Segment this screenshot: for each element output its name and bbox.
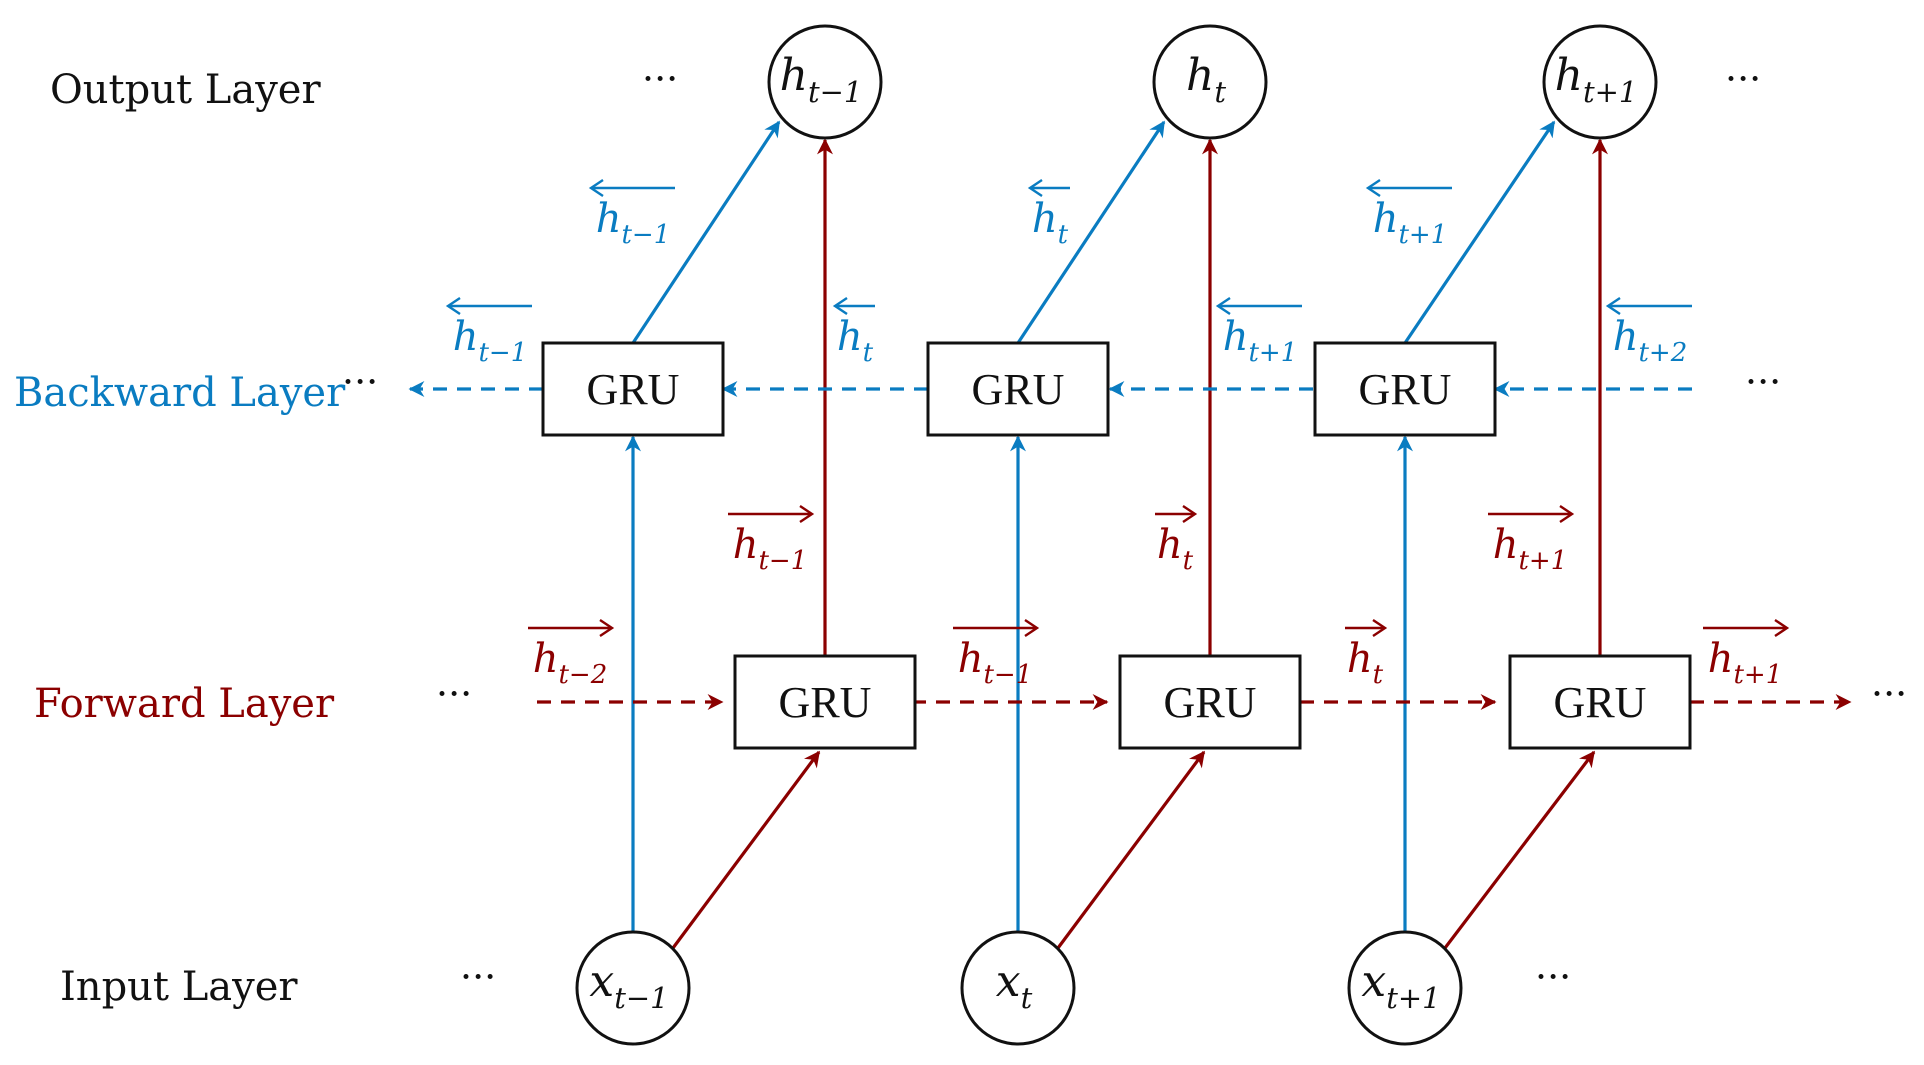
input-node-0 (575, 930, 691, 1046)
forward-recurrent-label-3: ht+1 (1703, 619, 1790, 690)
forward-gru-cell-2-box (1508, 654, 1692, 750)
backward-recurrent-label-1-text: ht (837, 314, 874, 368)
forward-ellipsis-left: ··· (436, 672, 472, 716)
backward-recurrent-label-0-arrow-head (445, 297, 461, 315)
output-layer-label: Output Layer (50, 67, 321, 113)
edge-input-to-forward-2 (1443, 750, 1596, 949)
backward-recurrent-label-3: ht+2 (1605, 297, 1692, 368)
forward-recurrent-label-0-text: ht−2 (533, 636, 608, 690)
backward-recurrent-label-0-text: ht−1 (453, 314, 528, 368)
backward-output-label-1-arrow-head (1027, 179, 1043, 197)
forward-gru-cell-0-label: GRU (779, 678, 872, 727)
backward-gru-cell-0-box (541, 341, 725, 437)
input-layer-label: Input Layer (60, 964, 298, 1010)
gru-cells: GRU GRU GRU GRU GRU GRU (541, 341, 1692, 750)
forward-recurrent-label-2: ht (1345, 619, 1388, 690)
forward-output-label-1-arrow-head (1182, 505, 1198, 523)
backward-output-label-1-text: ht (1032, 196, 1069, 250)
backward-recurrent-label-0: ht−1 (445, 297, 532, 368)
forward-recurrent-label-0-arrow-head (599, 619, 615, 637)
forward-recurrent-label-2-text: ht (1347, 636, 1384, 690)
input-node-label-2: xt+1 (1361, 956, 1440, 1015)
edge-backward-to-output-0 (631, 120, 781, 344)
forward-recurrent-label-3-text: ht+1 (1708, 636, 1783, 690)
backward-gru-cell-1-box (926, 341, 1110, 437)
edges (408, 120, 1852, 949)
output-ellipsis-right: ··· (1725, 57, 1761, 101)
forward-output-label-1: ht (1155, 505, 1198, 576)
forward-gru-cell-1-box (1118, 654, 1302, 750)
backward-recurrent-label-2: ht+1 (1215, 297, 1302, 368)
input-node-label-0: xt−1 (589, 956, 668, 1015)
input-ellipsis-right: ··· (1535, 955, 1571, 999)
edge-backward-to-output-1 (1016, 120, 1166, 344)
forward-recurrent-label-0: ht−2 (528, 619, 615, 690)
backward-output-label-2: ht+1 (1365, 179, 1452, 250)
input-node-1 (960, 930, 1076, 1046)
output-node-label-0: ht−1 (780, 50, 863, 109)
backward-ellipsis-left: ··· (342, 360, 378, 404)
edge-backward-to-output-2 (1403, 120, 1556, 344)
forward-gru-cell-2-label: GRU (1554, 678, 1647, 727)
backward-layer-label: Backward Layer (14, 370, 346, 416)
edge-input-to-forward-1 (1056, 750, 1206, 949)
forward-output-label-2: ht+1 (1488, 505, 1575, 576)
backward-recurrent-label-3-text: ht+2 (1613, 314, 1688, 368)
input-node-label-1: xt (996, 956, 1033, 1015)
input-node-2 (1347, 930, 1463, 1046)
forward-gru-cell-0-box (733, 654, 917, 750)
backward-gru-cell-2-box (1313, 341, 1497, 437)
backward-output-label-0-arrow-head (588, 179, 604, 197)
forward-recurrent-label-1-text: ht−1 (958, 636, 1033, 690)
forward-recurrent-label-3-arrow-head (1774, 619, 1790, 637)
backward-gru-cell-2-label: GRU (1359, 365, 1452, 414)
forward-ellipsis-right: ··· (1871, 672, 1907, 716)
forward-output-label-2-arrow-head (1559, 505, 1575, 523)
forward-layer-label: Forward Layer (34, 681, 335, 727)
output-node-label-2: ht+1 (1555, 50, 1638, 109)
input-ellipsis-left: ··· (460, 955, 496, 999)
output-node-label-1: ht (1186, 50, 1226, 109)
forward-output-label-0: ht−1 (728, 505, 815, 576)
backward-recurrent-label-1-arrow-head (832, 297, 848, 315)
output-node-0 (767, 24, 883, 140)
backward-output-label-0-text: ht−1 (596, 196, 671, 250)
output-ellipsis-left: ··· (642, 57, 678, 101)
forward-output-label-0-text: ht−1 (733, 522, 808, 576)
backward-recurrent-label-1: ht (832, 297, 875, 368)
backward-gru-cell-0-label: GRU (587, 365, 680, 414)
backward-gru-cell-1-label: GRU (972, 365, 1065, 414)
backward-output-label-0: ht−1 (588, 179, 675, 250)
forward-output-label-2-text: ht+1 (1493, 522, 1568, 576)
nodes: xt−1 xt xt+1 ht−1 ht ht+1 (575, 24, 1658, 1046)
backward-recurrent-label-2-arrow-head (1215, 297, 1231, 315)
output-node-1 (1152, 24, 1268, 140)
edge-labels: ht−1 ht ht+1 ht−1 ht ht+1 ht+2 ht−1 ht ht+1 ht−2 ht… (445, 179, 1790, 690)
forward-recurrent-label-2-arrow-head (1372, 619, 1388, 637)
edge-input-to-forward-0 (671, 750, 821, 949)
backward-ellipsis-right: ··· (1745, 360, 1781, 404)
output-node-2 (1542, 24, 1658, 140)
forward-output-label-1-text: ht (1157, 522, 1194, 576)
backward-recurrent-label-3-arrow-head (1605, 297, 1621, 315)
forward-output-label-0-arrow-head (799, 505, 815, 523)
backward-recurrent-label-2-text: ht+1 (1223, 314, 1298, 368)
backward-output-label-2-text: ht+1 (1373, 196, 1448, 250)
forward-gru-cell-1-label: GRU (1164, 678, 1257, 727)
forward-recurrent-label-1: ht−1 (953, 619, 1040, 690)
forward-recurrent-label-1-arrow-head (1024, 619, 1040, 637)
backward-output-label-1: ht (1027, 179, 1070, 250)
backward-output-label-2-arrow-head (1365, 179, 1381, 197)
